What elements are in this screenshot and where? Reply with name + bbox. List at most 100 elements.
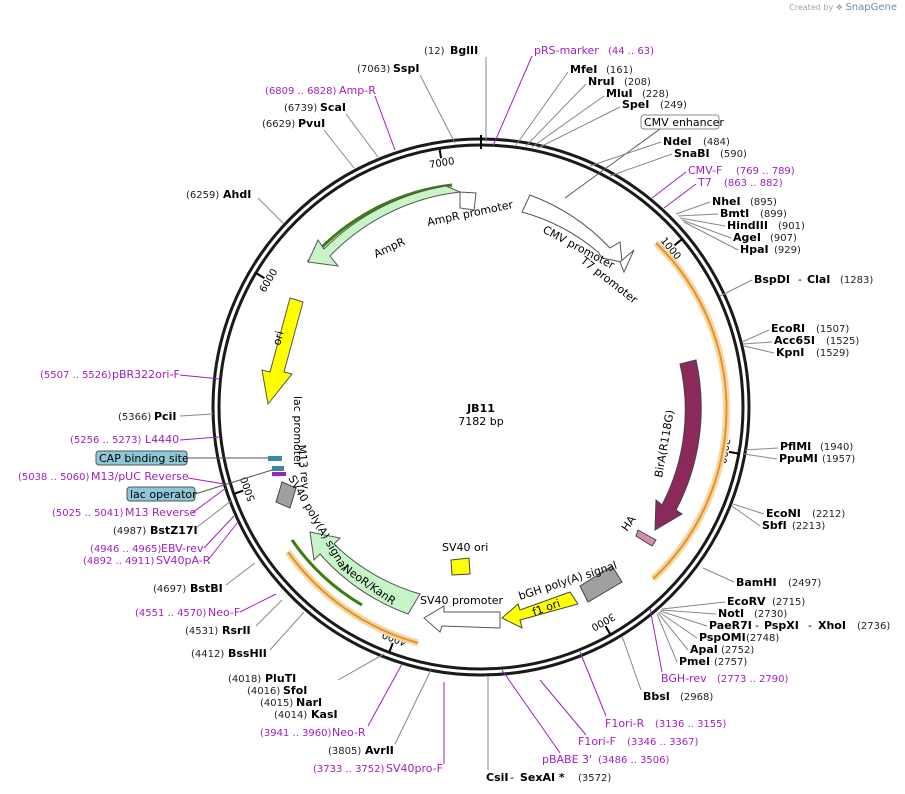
site-pluTI[interactable]: (4018) PluTI	[228, 672, 296, 685]
site-ecoRI[interactable]: EcoRI (1507)	[741, 322, 849, 343]
tick-mark	[388, 642, 394, 653]
primer-amp-r[interactable]: (6809 .. 6828) Amp-R	[265, 84, 396, 151]
primer-sv40pa-r[interactable]: (4892 .. 4911) SV40pA-R	[83, 521, 239, 567]
site-bstBI[interactable]: (4697) BstBI	[153, 562, 256, 595]
site-bamHI[interactable]: BamHI (2497)	[702, 567, 821, 589]
primer-name: Amp-R	[339, 84, 376, 97]
site-ageI[interactable]: AgeI (907)	[681, 219, 797, 244]
primer-f1ori-r[interactable]: F1ori-R (3136 .. 3155)	[579, 651, 727, 730]
site-ecoNI[interactable]: EcoNI (2212)	[732, 503, 845, 520]
site-narI[interactable]: (4015) NarI	[260, 696, 322, 709]
feature-ampR: AmpR	[372, 235, 408, 261]
site-pspOMI[interactable]: PspOMI (2748)	[699, 631, 779, 644]
feature-lac-promoter: lac promoter	[291, 396, 304, 467]
primer-pbr322ori-f[interactable]: (5507 .. 5526) pBR322ori-F	[40, 368, 221, 381]
site-ecoRV[interactable]: EcoRV (2715)	[727, 595, 805, 608]
primer-neo-r[interactable]: (3941 .. 3960) Neo-R	[260, 663, 403, 739]
site-leader	[677, 213, 719, 217]
primer-t7[interactable]: T7 (863 .. 882)	[663, 176, 783, 209]
site-csiI[interactable]: CsiI - SexAI * (3572)	[486, 676, 611, 784]
primer-neo-f[interactable]: (4551 .. 4570) Neo-F	[135, 593, 277, 619]
site-leader	[732, 503, 765, 515]
primer-pbabe-3[interactable]: pBABE 3' (3486 .. 3506)	[501, 669, 670, 766]
primer-leader	[651, 171, 687, 199]
primer-range: (3733 .. 3752)	[313, 764, 385, 775]
tick-label: 6000	[258, 267, 280, 294]
site-kasI[interactable]: (4014) KasI	[274, 653, 385, 721]
site-mluI[interactable]: MluI (228)	[531, 87, 669, 148]
site-bstZ17I[interactable]: (4987) BstZ17I	[113, 499, 233, 537]
site-pos: (907)	[770, 233, 797, 244]
site-name: RsrII	[222, 624, 251, 637]
site-pos: (2715)	[772, 597, 805, 608]
site-name: PciI	[154, 410, 176, 423]
site-nruI[interactable]: NruI (208)	[525, 75, 651, 147]
site-leader	[345, 113, 379, 158]
site-nheI[interactable]: NheI (895)	[675, 195, 777, 215]
primer-range: (5038 .. 5060)	[18, 472, 90, 483]
primer-leader	[501, 669, 561, 754]
primer-ebv-rev[interactable]: (4946 .. 4965) EBV-rev	[90, 515, 235, 555]
site-acc65I[interactable]: Acc65I (1525)	[742, 334, 859, 347]
tick-label: 7000	[428, 156, 455, 171]
site-name: PpuMI	[779, 452, 818, 465]
primer-range: (4551 .. 4570)	[135, 608, 207, 619]
site-pvuI[interactable]: (6629) PvuI	[262, 117, 355, 169]
primer-bgh-rev[interactable]: BGH-rev (2773 .. 2790)	[649, 607, 789, 685]
sv40-ori-box	[450, 557, 471, 576]
site-name: SexAI *	[520, 771, 565, 784]
primer-l4440[interactable]: (5256 .. 5273) L4440	[70, 433, 220, 446]
primer-prs-marker[interactable]: pRS-marker (44 .. 63)	[492, 44, 654, 147]
site-bglII[interactable]: (12) BglII	[424, 44, 487, 142]
site-pos: (895)	[750, 197, 777, 208]
site-pos: (2497)	[788, 578, 821, 589]
site-name: HpaI	[740, 243, 769, 256]
site-pflMI[interactable]: PflMI (1940)	[744, 440, 853, 453]
site-sbfI[interactable]: SbfI (2213)	[731, 505, 825, 532]
primer-m13-puc-reverse[interactable]: (5038 .. 5060) M13/pUC Reverse	[18, 470, 225, 485]
site-bmtI[interactable]: BmtI (899)	[677, 207, 787, 220]
site-ahdI[interactable]: (6259) AhdI	[186, 188, 285, 225]
site-pciI[interactable]: (5366) PciI	[118, 410, 214, 423]
site-snaBI[interactable]: SnaBI (590)	[609, 147, 747, 177]
site-rsrII[interactable]: (4531) RsrII	[185, 599, 283, 637]
site-paeR7I-pspXI-xhoI[interactable]: PaeR7I - PspXI - XhoI (2736)	[709, 619, 890, 632]
primer-leader	[579, 651, 607, 717]
site-mfeI[interactable]: MfeI (161)	[515, 63, 633, 146]
primer-f1ori-f[interactable]: F1ori-F (3346 .. 3367)	[539, 679, 699, 748]
primer-sv40pro-f[interactable]: (3733 .. 3752) SV40pro-F	[313, 682, 445, 775]
site-hindIII[interactable]: HindIII (901)	[679, 217, 805, 232]
primer-name: SV40pA-R	[156, 554, 211, 567]
site-bssHII[interactable]: (4412) BssHII	[191, 611, 305, 660]
primer-name: F1ori-R	[605, 717, 645, 730]
site-sfoI[interactable]: (4016) SfoI	[247, 684, 307, 697]
site-name: SbfI	[762, 519, 787, 532]
site-pmeI[interactable]: PmeI (2757)	[656, 601, 747, 668]
site-notI[interactable]: NotI (2730)	[718, 607, 787, 620]
site-name: XhoI	[818, 619, 846, 632]
site-sspI[interactable]: (7063) SspI	[357, 62, 456, 144]
site-bspDI-claI[interactable]: BspDI - ClaI (1283)	[719, 273, 873, 297]
primer-cmv-f[interactable]: CMV-F (769 .. 789)	[651, 164, 795, 199]
site-avrII[interactable]: (3805) AvrII	[328, 669, 432, 757]
snapgene-logo-icon: ❖	[835, 3, 843, 12]
site-name: PvuI	[298, 117, 325, 130]
primer-m13-reverse[interactable]: (5025 .. 5041) M13 Reverse	[52, 487, 227, 519]
site-apaI[interactable]: ApaI (2752)	[690, 643, 754, 656]
site-ndeI[interactable]: NdeI (484)	[589, 135, 730, 167]
feature-ha: HA	[619, 513, 639, 534]
site-name: BstZ17I	[150, 524, 198, 537]
site-leader	[743, 453, 778, 460]
site-pos: (2968)	[680, 692, 713, 703]
site-leader	[515, 71, 569, 146]
site-speI[interactable]: SpeI (249)	[537, 98, 687, 149]
feature-f1-ori: f1 ori	[531, 597, 562, 619]
site-pos: (6739)	[284, 103, 317, 114]
primer-range: (4946 .. 4965)	[90, 544, 162, 555]
site-hpaI[interactable]: HpaI (929)	[683, 221, 801, 256]
site-scaI[interactable]: (6739) ScaI	[284, 101, 379, 158]
site-ppuMI[interactable]: PpuMI (1957)	[743, 452, 855, 465]
site-name: SspI	[393, 62, 419, 75]
site-bbsI[interactable]: BbsI (2968)	[621, 635, 713, 703]
site-kpnI[interactable]: KpnI (1529)	[743, 345, 849, 359]
